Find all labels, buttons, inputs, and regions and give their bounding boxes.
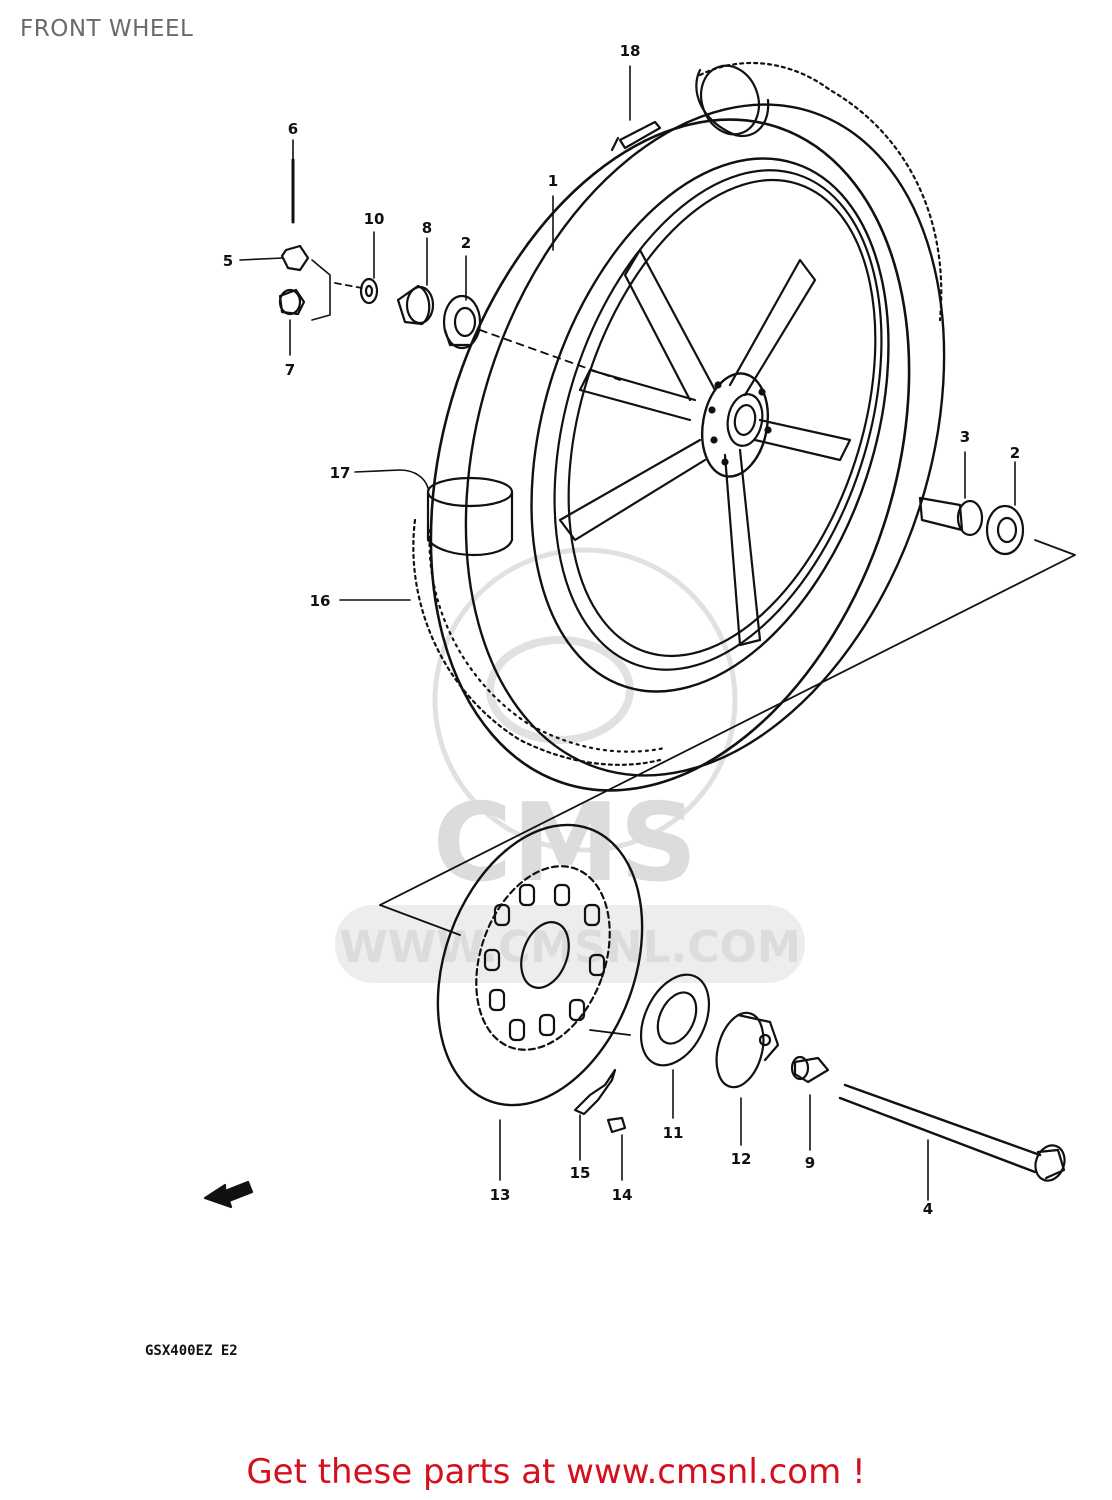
callout-6: 6 <box>288 120 298 138</box>
callout-18: 18 <box>620 42 641 60</box>
axle-nut-parts-left <box>278 158 482 350</box>
disc-lock-washer-and-bolt <box>573 1068 627 1134</box>
callout-13: 13 <box>490 1186 511 1204</box>
callout-labels: 1 2 2 3 4 5 6 7 8 9 10 11 12 13 14 15 16… <box>223 42 1020 1218</box>
page-title: FRONT WHEEL <box>20 16 194 42</box>
callout-3: 3 <box>960 428 970 446</box>
front-direction-arrow-icon <box>203 1180 254 1209</box>
tire <box>412 61 946 792</box>
callout-2-left: 2 <box>461 234 471 252</box>
callout-10: 10 <box>364 210 385 228</box>
wheel-spokes <box>558 248 852 647</box>
callout-2-right: 2 <box>1010 444 1020 462</box>
axle-spacer-right <box>918 496 1025 556</box>
axle-spacer <box>790 1055 830 1084</box>
watermark-circle <box>432 547 738 853</box>
callout-8: 8 <box>422 219 432 237</box>
tire-valve <box>610 120 662 152</box>
callout-15: 15 <box>570 1164 591 1182</box>
callout-4: 4 <box>923 1200 933 1218</box>
callout-14: 14 <box>612 1186 633 1204</box>
callout-12: 12 <box>731 1150 752 1168</box>
call-to-action-link[interactable]: Get these parts at www.cmsnl.com ! <box>246 1452 866 1492</box>
callout-7: 7 <box>285 361 295 379</box>
watermark-logo: CMS WWW.CMSNL.COM <box>335 547 805 983</box>
watermark-url: WWW.CMSNL.COM <box>339 922 801 973</box>
wheel-balancer <box>426 476 514 556</box>
model-code: GSX400EZ E2 <box>145 1343 238 1359</box>
callout-9: 9 <box>805 1154 815 1172</box>
brake-disc <box>436 823 644 1107</box>
speedometer-gearbox <box>715 1011 780 1089</box>
front-axle <box>838 1083 1066 1182</box>
watermark-banner <box>335 905 805 983</box>
callout-16: 16 <box>310 592 331 610</box>
callout-11: 11 <box>663 1124 684 1142</box>
callout-1: 1 <box>548 172 558 190</box>
oil-seal-ring <box>639 973 711 1067</box>
watermark-rider <box>486 636 634 744</box>
callout-leaders <box>239 65 1016 1201</box>
wheel-hub <box>701 372 772 478</box>
assembly-guidelines <box>334 282 1076 1036</box>
callout-17: 17 <box>330 464 351 482</box>
callout-5: 5 <box>223 252 233 270</box>
